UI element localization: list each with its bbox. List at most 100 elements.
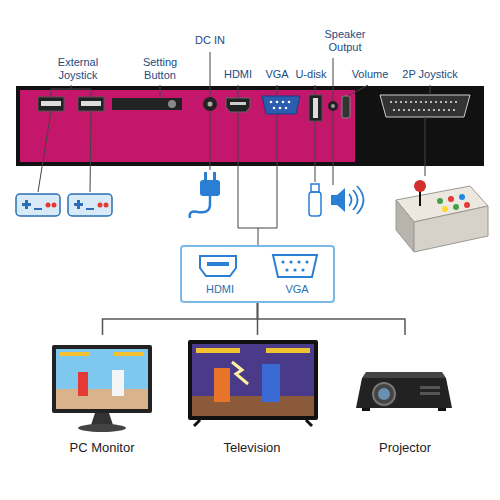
video-line xyxy=(238,112,277,245)
part-label: External Joystick xyxy=(42,56,114,81)
sound-waves xyxy=(349,186,364,214)
joystick-box-side xyxy=(396,200,414,252)
vga-pin xyxy=(276,101,279,104)
gamepad-dpad xyxy=(77,200,80,209)
usb-stick-icon xyxy=(309,192,321,216)
vga-pin xyxy=(282,101,285,104)
usb-port-tongue xyxy=(313,98,318,118)
usb-stick-head xyxy=(311,184,319,192)
speaker-jack-hole xyxy=(331,104,335,108)
monitor-stand xyxy=(91,413,113,425)
projector-body xyxy=(356,378,452,408)
dc-jack xyxy=(203,97,217,111)
connector-line xyxy=(103,303,258,335)
vga-icon-pin xyxy=(305,260,308,263)
tv-hud xyxy=(196,348,240,353)
setting-button xyxy=(168,100,176,108)
hdmi-pins xyxy=(230,102,246,105)
tv-feet xyxy=(194,420,312,426)
panel-housing xyxy=(16,86,484,166)
vga-icon-pin xyxy=(285,268,288,271)
gamepad-button xyxy=(104,203,109,208)
projector-top xyxy=(362,372,446,378)
part-label: VGA xyxy=(259,68,295,81)
vga-port xyxy=(262,96,300,114)
vga-pin xyxy=(270,101,273,104)
cable-line xyxy=(333,111,334,185)
hub-ground xyxy=(180,245,335,303)
leader-line xyxy=(277,85,278,96)
leader-line xyxy=(333,58,334,101)
vga-pin xyxy=(285,107,288,110)
display-device: PC Monitor xyxy=(40,335,165,460)
leader-line xyxy=(430,85,431,95)
vga-icon-pin xyxy=(293,268,296,271)
monitor-bezel xyxy=(52,345,152,413)
dc-jack-pin xyxy=(208,102,213,107)
port-name: HDMI xyxy=(206,283,234,296)
joystick-ball xyxy=(414,180,426,192)
monitor-base xyxy=(78,424,126,432)
speaker-jack xyxy=(328,101,338,111)
arcade-button xyxy=(448,196,454,202)
gamepad-button xyxy=(52,203,57,208)
arcade-button xyxy=(437,198,443,204)
usb-port-tongue xyxy=(41,101,61,106)
projector-glass xyxy=(378,388,390,400)
device-name: Television xyxy=(223,440,280,456)
plug-prong xyxy=(204,172,207,181)
arcade-button xyxy=(464,202,470,208)
hdmi-port xyxy=(226,98,250,112)
port-name: VGA xyxy=(285,283,308,296)
projector-foot xyxy=(362,408,370,411)
vga-pin xyxy=(279,107,282,110)
usb-port xyxy=(38,97,64,111)
vga-pin xyxy=(288,101,291,104)
interface-box: HDMI VGA xyxy=(180,245,335,303)
monitor-fighter xyxy=(78,372,88,396)
leader-line xyxy=(160,85,161,98)
part-label: Speaker Output xyxy=(320,28,370,53)
gamepad-icon xyxy=(16,194,60,216)
part-label: 2P Joystick xyxy=(395,68,465,81)
vga-icon xyxy=(273,255,317,277)
plug-icon xyxy=(200,180,220,196)
arcade-button xyxy=(453,204,459,210)
monitor-hud xyxy=(60,352,90,356)
leader-line xyxy=(315,85,316,95)
usb-port xyxy=(78,97,104,111)
vga-icon-pin xyxy=(297,260,300,263)
hdmi-icon-pins xyxy=(207,262,229,266)
cable-line xyxy=(210,111,211,170)
gamepad-select xyxy=(34,208,42,210)
projector-lens xyxy=(373,383,395,405)
part-label: U-disk xyxy=(289,68,333,81)
monitor-fighter xyxy=(112,370,124,396)
arcade-button xyxy=(442,206,448,212)
connector-line xyxy=(258,303,406,335)
part-label: Setting Button xyxy=(132,56,188,81)
gamepad-select xyxy=(86,208,94,210)
leader-line xyxy=(348,85,368,96)
joystick-shaft xyxy=(419,190,421,206)
projector-vent xyxy=(420,386,440,389)
cable-line xyxy=(38,111,91,192)
vga-pin xyxy=(273,107,276,110)
speaker-icon xyxy=(331,188,345,212)
tv-screen xyxy=(192,344,314,416)
tv-fighter xyxy=(262,364,280,402)
monitor-hud xyxy=(114,352,144,356)
plug-cable xyxy=(190,196,210,218)
usb-port-tongue xyxy=(81,101,101,106)
part-label: DC IN xyxy=(180,34,240,47)
device-name: PC Monitor xyxy=(69,440,134,456)
display-device: Projector xyxy=(350,335,460,460)
vga-icon-pin xyxy=(281,260,284,263)
display-device: Television xyxy=(180,335,325,460)
gamepad-button xyxy=(46,203,51,208)
vga-icon-pin xyxy=(289,260,292,263)
gamepad-dpad xyxy=(25,200,28,209)
part-label: HDMI xyxy=(218,68,258,81)
cable-line xyxy=(315,121,316,182)
